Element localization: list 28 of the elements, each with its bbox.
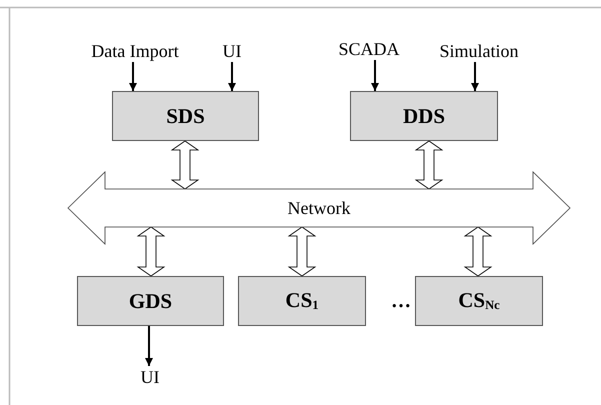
io-label: UI bbox=[140, 368, 160, 386]
arrow bbox=[129, 62, 137, 91]
arrow bbox=[145, 326, 153, 366]
component-label: GDS bbox=[128, 290, 172, 312]
ellipsis-label: … bbox=[390, 290, 412, 313]
arrow bbox=[371, 60, 379, 91]
double-block-arrow bbox=[136, 226, 166, 276]
network-label: Network bbox=[288, 199, 350, 217]
component-box bbox=[112, 91, 259, 141]
double-block-arrow bbox=[464, 226, 492, 276]
component-box bbox=[77, 276, 224, 326]
double-block-arrow bbox=[170, 140, 200, 190]
io-label: UI bbox=[222, 42, 242, 60]
io-label: Simulation bbox=[439, 42, 518, 60]
double-block-arrow bbox=[288, 226, 316, 276]
arrow bbox=[228, 62, 236, 91]
component-box bbox=[415, 276, 543, 326]
arrow bbox=[471, 62, 479, 91]
component-label: CS$_{Nc}$ bbox=[458, 290, 500, 312]
component-label: DDS bbox=[402, 106, 445, 126]
io-label: SCADA bbox=[338, 40, 400, 58]
network-double-arrow bbox=[68, 172, 570, 244]
component-label: CS$_{1}$ bbox=[285, 290, 319, 312]
component-label: SDS bbox=[166, 106, 205, 126]
io-label: Data Import bbox=[91, 42, 179, 60]
double-block-arrow bbox=[414, 140, 444, 190]
component-box bbox=[350, 91, 498, 141]
component-box bbox=[238, 276, 366, 326]
